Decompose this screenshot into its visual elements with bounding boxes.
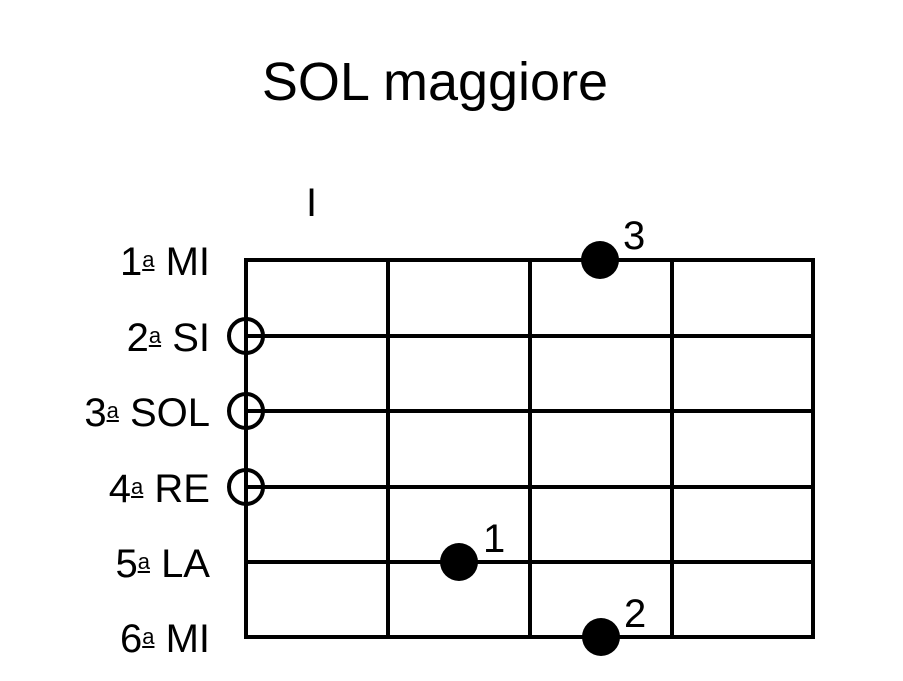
open-string-markers	[227, 317, 265, 506]
finger-number: 2	[624, 592, 646, 636]
string-label-4: 4a RE	[108, 467, 210, 511]
chord-title: SOL maggiore	[261, 52, 609, 112]
finger-dot-icon	[581, 241, 619, 279]
finger-dot-icon	[582, 618, 620, 656]
fretboard-grid	[244, 258, 815, 639]
open-circle-icon	[227, 392, 265, 430]
finger-numbers: 3 1 2	[483, 214, 646, 636]
finger-dots	[440, 241, 620, 656]
open-circle-icon	[227, 468, 265, 506]
string-label-2: 2a SI	[126, 316, 210, 360]
string-label-5: 5a LA	[115, 542, 210, 586]
finger-number: 1	[483, 517, 505, 561]
finger-dot-icon	[440, 543, 478, 581]
finger-number: 3	[623, 214, 645, 258]
string-label-1: 1a MI	[119, 240, 210, 284]
string-label-6: 6a MI	[119, 617, 210, 661]
string-label-3: 3a SOL	[84, 391, 210, 435]
fret-position-marker: I	[306, 181, 318, 225]
open-circle-icon	[227, 317, 265, 355]
